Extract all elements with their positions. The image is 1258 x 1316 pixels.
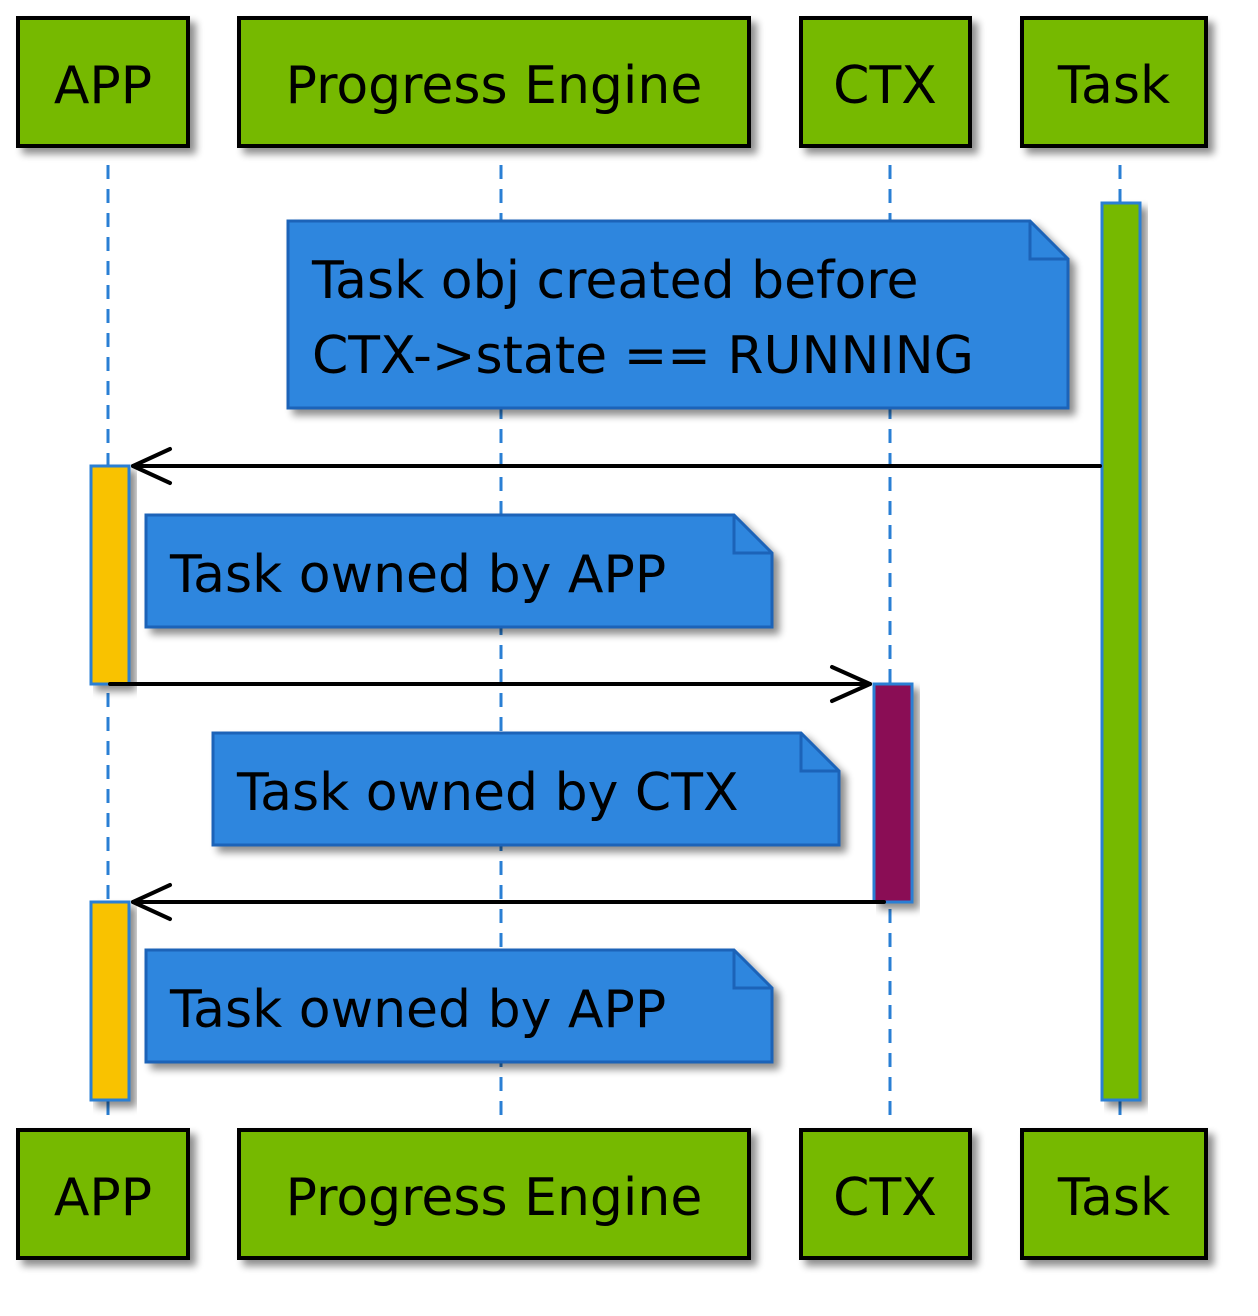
participant-app-top[interactable]: APP: [16, 16, 190, 148]
activation-app-2: [89, 900, 131, 1102]
message-task-to-app: [131, 447, 1102, 485]
message-app-to-ctx: [108, 665, 872, 703]
note-owned-by-app-2: Task owned by APP: [144, 948, 774, 1064]
participant-ctx-label: CTX: [833, 1168, 937, 1228]
participant-task-label: Task: [1057, 1168, 1170, 1228]
participant-task-top[interactable]: Task: [1020, 16, 1208, 148]
note-task-created: Task obj created before CTX->state == RU…: [286, 219, 1070, 410]
participant-progress-engine-label: Progress Engine: [286, 1168, 703, 1228]
participant-progress-engine-label: Progress Engine: [286, 56, 703, 116]
participants-top: APP Progress Engine CTX Task: [16, 16, 1208, 148]
participant-ctx-label: CTX: [833, 56, 937, 116]
participant-app-label: APP: [54, 56, 152, 116]
participant-task-bottom[interactable]: Task: [1020, 1128, 1208, 1260]
activations: [89, 201, 1142, 1102]
participant-ctx-bottom[interactable]: CTX: [799, 1128, 972, 1260]
participants-bottom: APP Progress Engine CTX Task: [16, 1128, 1208, 1260]
participant-task-label: Task: [1057, 56, 1170, 116]
note-owned-by-ctx-text: Task owned by CTX: [236, 763, 739, 823]
participant-progress-engine-top[interactable]: Progress Engine: [237, 16, 751, 148]
messages: [108, 447, 1102, 921]
note-task-created-line-1: Task obj created before: [311, 251, 919, 311]
participant-app-bottom[interactable]: APP: [16, 1128, 190, 1260]
activation-app-1: [89, 464, 131, 686]
participant-progress-engine-bottom[interactable]: Progress Engine: [237, 1128, 751, 1260]
message-ctx-to-app: [131, 883, 886, 921]
notes: Task obj created before CTX->state == RU…: [144, 219, 1070, 1064]
participant-app-label: APP: [54, 1168, 152, 1228]
note-owned-by-app-1-text: Task owned by APP: [169, 545, 666, 605]
participant-ctx-top[interactable]: CTX: [799, 16, 972, 148]
note-owned-by-app-2-text: Task owned by APP: [169, 980, 666, 1040]
note-task-created-line-2: CTX->state == RUNNING: [312, 326, 974, 386]
note-owned-by-app-1: Task owned by APP: [144, 513, 774, 629]
activation-task: [1100, 201, 1142, 1102]
note-owned-by-ctx: Task owned by CTX: [211, 731, 841, 847]
activation-ctx: [872, 682, 914, 904]
